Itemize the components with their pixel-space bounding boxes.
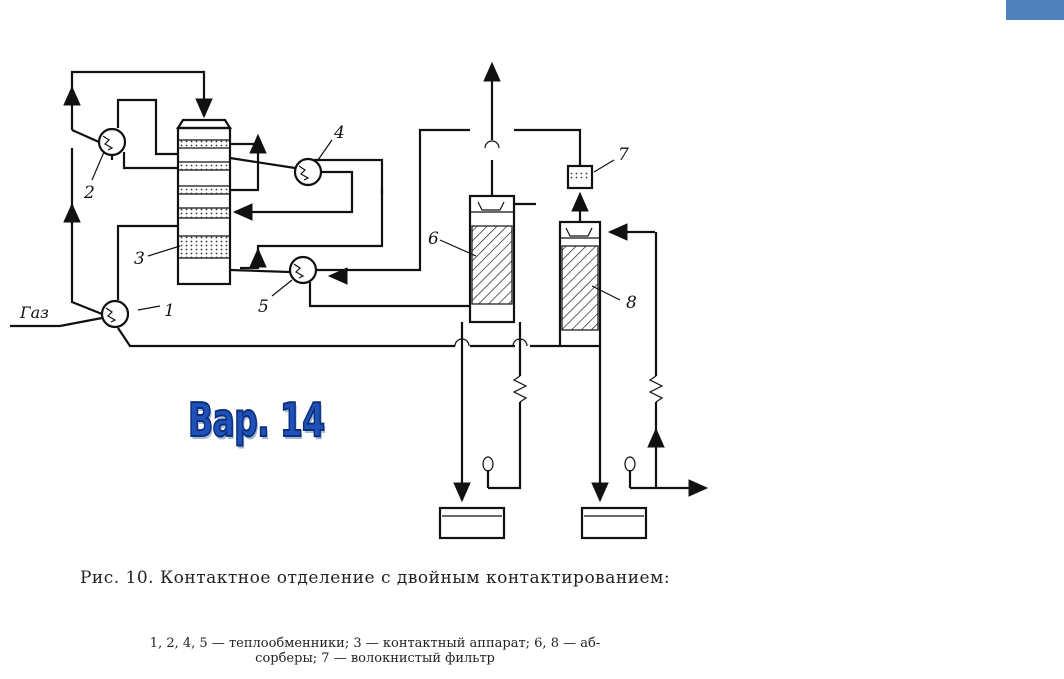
variant-overlay-text: Вар. 14 <box>187 392 326 448</box>
piping-left <box>10 70 560 348</box>
label-8: 8 <box>626 293 637 313</box>
contact-apparatus <box>176 118 232 286</box>
heat-exchanger-5 <box>288 255 318 285</box>
label-6: 6 <box>428 229 439 249</box>
figure-caption: Рис. 10. Контактное отделение с двойным … <box>79 568 671 588</box>
collector-tank-right <box>580 506 648 540</box>
piping-right-of-apparatus <box>229 128 470 308</box>
acid-circulation <box>438 232 709 540</box>
absorber-6 <box>468 194 536 324</box>
absorber-8 <box>558 220 655 348</box>
heat-exchanger-1 <box>100 299 130 329</box>
figure-legend: 1, 2, 4, 5 — теплообменники; 3 — контакт… <box>0 636 750 666</box>
figure-legend-line2: сорберы; 7 — волокнистый фильтр <box>255 651 495 666</box>
label-4: 4 <box>333 123 345 143</box>
process-flow-diagram: Газ 2 3 4 5 1 6 7 8 <box>10 61 709 540</box>
label-7: 7 <box>618 145 629 165</box>
corner-accent-bar <box>1006 0 1064 20</box>
label-3: 3 <box>134 249 145 269</box>
label-1: 1 <box>164 301 175 321</box>
gas-label: Газ <box>19 303 49 322</box>
gas-outlet <box>483 61 501 196</box>
callout-leaders <box>91 139 621 311</box>
collector-tank-left <box>438 506 506 540</box>
fiber-filter-7 <box>514 128 594 222</box>
label-5: 5 <box>258 297 269 317</box>
figure-legend-line1: 1, 2, 4, 5 — теплообменники; 3 — контакт… <box>149 636 601 651</box>
heat-exchanger-2 <box>97 127 127 157</box>
heat-exchanger-4 <box>293 157 323 187</box>
label-2: 2 <box>83 183 95 203</box>
